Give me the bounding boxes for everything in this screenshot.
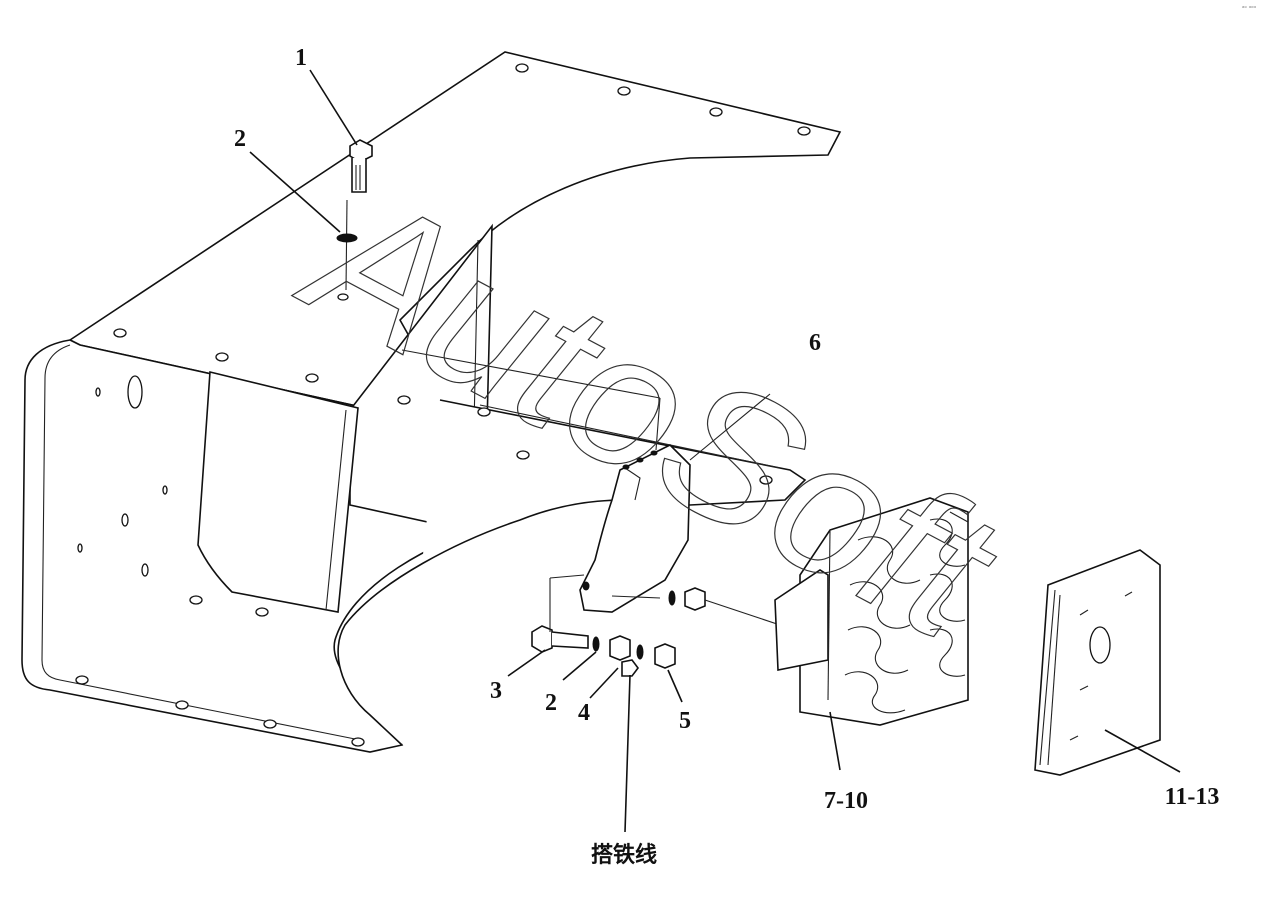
corner-mark: ᵃᵒ ᵅᵅᵅ xyxy=(1242,5,1257,12)
callout-ground-wire: 搭铁线 xyxy=(591,842,657,868)
leader-lines xyxy=(249,69,1181,833)
callout-11-13: 11-13 xyxy=(1165,784,1220,810)
callout-4: 4 xyxy=(578,700,590,726)
callout-5: 5 xyxy=(679,708,691,734)
cover-panel-11-13 xyxy=(1034,549,1161,776)
top-bolt-assembly xyxy=(336,139,373,291)
callout-1: 1 xyxy=(295,45,307,71)
bracket-top-flange xyxy=(68,51,842,421)
radiator-box-7-10 xyxy=(774,497,969,726)
callout-2-bottom: 2 xyxy=(545,690,557,716)
lower-fastener-stack xyxy=(531,574,781,677)
callout-2-top: 2 xyxy=(234,126,246,152)
callout-6: 6 xyxy=(809,330,821,356)
callout-7-10: 7-10 xyxy=(824,788,868,814)
bracket-rib-plate xyxy=(197,370,359,613)
bracket-bend-line xyxy=(41,344,361,741)
small-bracket-6 xyxy=(401,349,771,613)
callout-3: 3 xyxy=(490,678,502,704)
